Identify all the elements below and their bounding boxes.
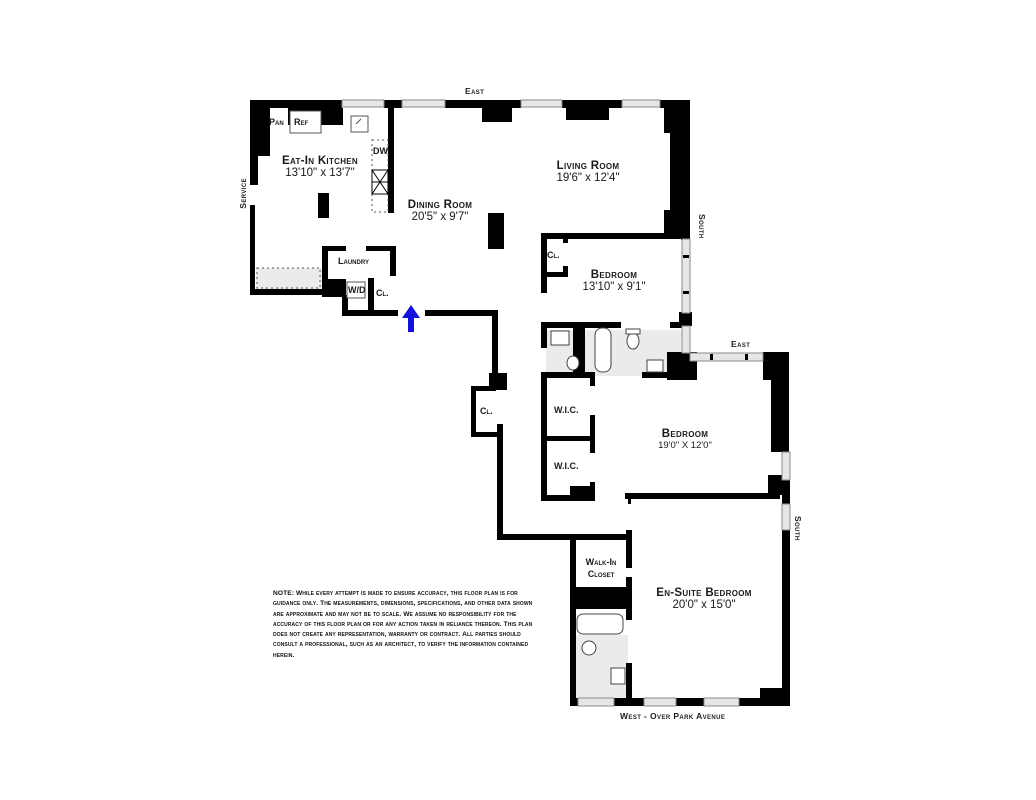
label-dishwasher: DW [373, 146, 388, 156]
compass-west-park-ave: West - Over Park Avenue [620, 711, 726, 721]
compass-south-lower: South [793, 516, 803, 541]
room-dims-dining: 20'5" x 9'7" [411, 211, 469, 223]
room-bedroom-2: Bedroom 19'0" X 12'0" [651, 428, 719, 451]
kitchen-fixtures [256, 110, 389, 299]
bath-fixtures [550, 327, 664, 685]
room-dims-ensuite: 20'0" x 15'0" [672, 599, 736, 611]
room-name-bedroom-1: Bedroom [590, 269, 638, 281]
compass-east-top: East [465, 86, 485, 96]
room-name-dining: Dining Room [407, 199, 473, 211]
room-dims-bedroom-2: 19'0" X 12'0" [658, 440, 712, 451]
label-closet-bedroom-1: Cl. [547, 250, 560, 260]
room-living: Living Room 19'6" x 12'4" [540, 160, 636, 184]
label-closet-hall: Cl. [480, 406, 493, 416]
room-dims-kitchen: 13'10" x 13'7" [285, 167, 355, 179]
room-name-kitchen: Eat-In Kitchen [281, 155, 359, 167]
compass-east-mid: East [731, 339, 751, 349]
label-pantry: Pan [269, 117, 284, 127]
label-walkin-closet: Walk-In Closet [585, 557, 617, 579]
room-ensuite-bedroom: En-Suite Bedroom 20'0" x 15'0" [644, 587, 764, 611]
room-name-ensuite: En-Suite Bedroom [656, 587, 752, 599]
label-closet-kitchen: Cl. [376, 288, 389, 298]
disclaimer-note: NOTE: While every attempt is made to ens… [273, 590, 533, 659]
room-dims-bedroom-1: 13'10" x 9'1" [582, 281, 646, 293]
room-dining: Dining Room 20'5" x 9'7" [396, 199, 484, 223]
room-dims-living: 19'6" x 12'4" [556, 172, 620, 184]
room-name-living: Living Room [556, 160, 620, 172]
room-name-bedroom-2: Bedroom [661, 428, 709, 440]
label-laundry: Laundry [338, 256, 369, 266]
room-bedroom-1: Bedroom 13'10" x 9'1" [572, 269, 656, 293]
walls [250, 100, 790, 706]
entry-arrow [402, 305, 420, 332]
label-washer-dryer: W/D [348, 285, 366, 295]
label-wic-2: W.I.C. [554, 461, 579, 471]
windows [341, 99, 791, 707]
label-wic-1: W.I.C. [554, 405, 579, 415]
label-refrigerator: Ref [294, 117, 309, 127]
compass-service: Service [238, 178, 248, 209]
compass-south-upper: South [697, 214, 707, 239]
room-kitchen: Eat-In Kitchen 13'10" x 13'7" [270, 155, 370, 179]
